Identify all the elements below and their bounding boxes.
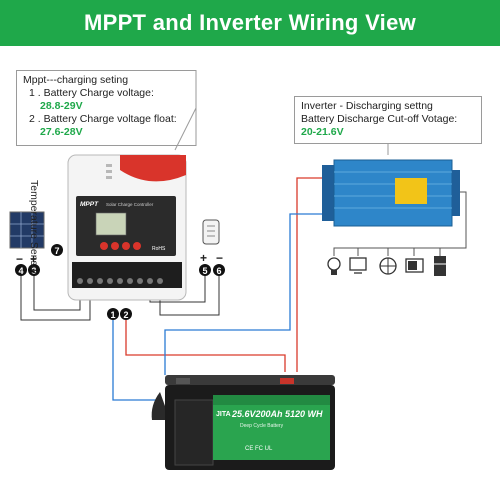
bulb-icon bbox=[327, 257, 341, 275]
terminal-7-label: 7 bbox=[54, 246, 59, 256]
terminal-3-marker: 3 bbox=[28, 264, 40, 276]
terminal-5-label: 5 bbox=[202, 266, 207, 276]
page-title: MPPT and Inverter Wiring View bbox=[83, 10, 417, 35]
solar-plus-sign: + bbox=[30, 252, 37, 266]
terminal-4-marker: 4 bbox=[15, 264, 27, 276]
lcd-screen bbox=[95, 212, 127, 236]
solar-minus-sign: − bbox=[16, 252, 23, 266]
solar-positive-wire bbox=[33, 276, 81, 311]
controller-button-3[interactable] bbox=[122, 242, 130, 250]
title-banner: MPPT and Inverter Wiring View bbox=[0, 0, 500, 46]
float-voltage-value: 27.6-28V bbox=[40, 126, 83, 138]
terminal-screw bbox=[157, 278, 163, 284]
mppt-controller: MPPT Solar Charge Controller RoHS bbox=[67, 154, 187, 301]
battery-terminal-positive bbox=[280, 378, 294, 384]
charge-voltage-value: 28.8-29V bbox=[40, 100, 83, 112]
cutoff-label: Battery Discharge Cut-off Votage: bbox=[301, 113, 458, 125]
tv-icon bbox=[349, 257, 367, 274]
fridge-icon bbox=[434, 256, 446, 276]
terminal-2-label: 2 bbox=[123, 310, 128, 320]
controller-battery-positive-wire bbox=[125, 320, 286, 372]
controller-subtitle: Solar Charge Controller bbox=[106, 202, 154, 207]
terminal-5-marker: 5 bbox=[199, 264, 211, 276]
terminal-7-marker: 7 bbox=[51, 244, 63, 256]
callout-pointer bbox=[174, 107, 197, 151]
terminal-3-label: 3 bbox=[31, 266, 36, 276]
inverter-heading: Inverter - Discharging settng bbox=[301, 100, 433, 112]
controller-battery-negative-wire bbox=[112, 320, 160, 401]
float-voltage-label: 2 . Battery Charge voltage float: bbox=[29, 113, 177, 125]
terminal-screw bbox=[117, 278, 123, 284]
terminal-1-label: 1 bbox=[110, 310, 115, 320]
inverter-settings-callout: Inverter - Discharging settng Battery Di… bbox=[294, 96, 482, 144]
load-lamp-icon bbox=[202, 219, 220, 245]
terminal-2-marker: 2 bbox=[120, 308, 132, 320]
load-minus-sign: − bbox=[216, 251, 223, 265]
terminal-screw bbox=[127, 278, 133, 284]
charge-voltage-label: 1 . Battery Charge voltage: bbox=[29, 87, 154, 99]
microwave-icon bbox=[405, 258, 424, 273]
terminal-6-label: 6 bbox=[216, 266, 221, 276]
controller-brand: MPPT bbox=[80, 201, 99, 208]
lithium-battery: JITA 25.6V200Ah 5120 WH Deep Cycle Batte… bbox=[151, 375, 335, 470]
rohs-mark: RoHS bbox=[152, 246, 166, 252]
terminal-screw bbox=[87, 278, 93, 284]
terminal-screw bbox=[77, 278, 83, 284]
mppt-settings-callout: Mppt---charging seting 1 . Battery Charg… bbox=[16, 70, 196, 146]
battery-type: Deep Cycle Battery bbox=[240, 423, 284, 429]
terminal-6-marker: 6 bbox=[213, 264, 225, 276]
terminal-4-label: 4 bbox=[18, 266, 23, 276]
terminal-screw bbox=[137, 278, 143, 284]
inverter-unit bbox=[322, 159, 460, 227]
mppt-heading: Mppt---charging seting bbox=[23, 74, 129, 86]
battery-brand: JITA bbox=[216, 411, 231, 418]
battery-cert-marks: CE FC UL bbox=[245, 446, 273, 452]
terminal-screw bbox=[107, 278, 113, 284]
terminal-1-marker: 1 bbox=[107, 308, 119, 320]
terminal-screw bbox=[147, 278, 153, 284]
controller-button-1[interactable] bbox=[100, 242, 108, 250]
inverter-negative-wire bbox=[164, 213, 322, 375]
terminal-screw bbox=[97, 278, 103, 284]
load-plus-sign: + bbox=[200, 251, 207, 265]
controller-button-4[interactable] bbox=[133, 242, 141, 250]
battery-terminal-negative bbox=[176, 378, 190, 384]
battery-spec: 25.6V200Ah 5120 WH bbox=[231, 409, 323, 419]
cutoff-value: 20-21.6V bbox=[301, 126, 344, 138]
controller-button-2[interactable] bbox=[111, 242, 119, 250]
fan-icon bbox=[379, 257, 397, 275]
ac-output-wire bbox=[333, 191, 467, 256]
temperature-sensor-label: Temperature Sensor bbox=[28, 180, 40, 276]
inverter-positive-wire bbox=[296, 177, 322, 372]
inverter-label-plate bbox=[395, 178, 427, 204]
solar-negative-wire bbox=[20, 276, 91, 321]
solar-panel-icon bbox=[9, 211, 45, 249]
load-negative-wire bbox=[159, 276, 220, 316]
